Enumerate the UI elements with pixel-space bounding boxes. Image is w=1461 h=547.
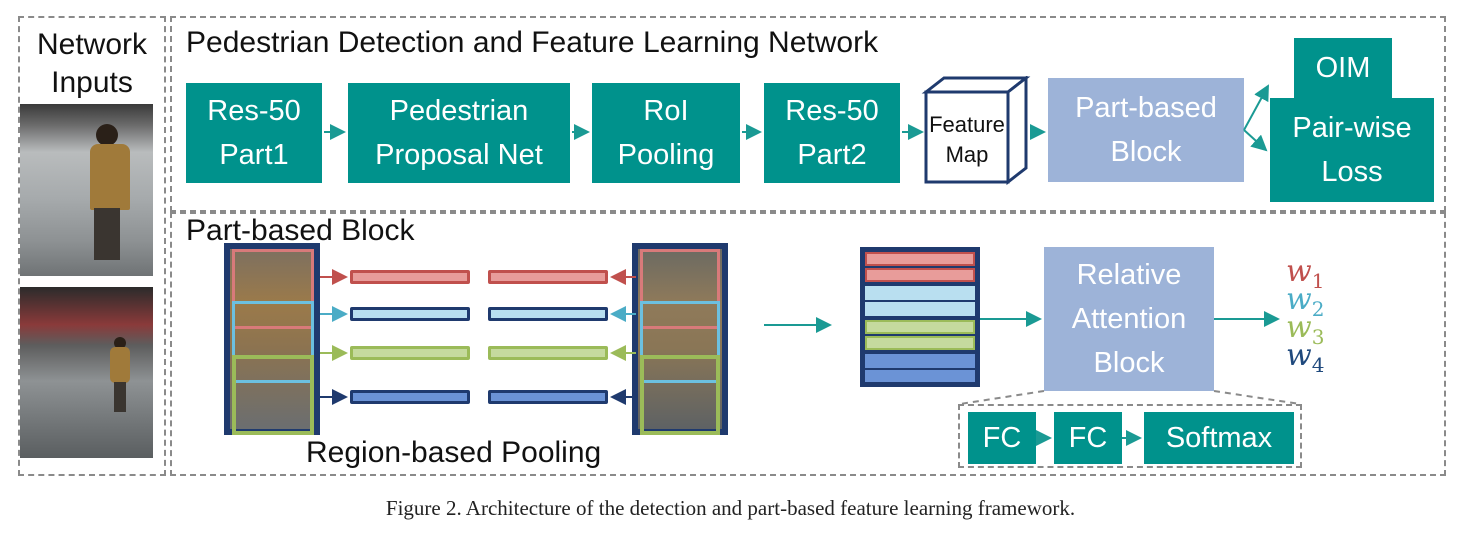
pedestrian-proposal-net-block: Pedestrian Proposal Net (348, 83, 570, 183)
region-based-pooling-label: Region-based Pooling (306, 436, 602, 469)
right-region-red (640, 249, 720, 329)
pedestrian-body (90, 144, 130, 210)
right-region-green (640, 355, 720, 435)
stack-green-1 (865, 320, 975, 334)
attention-subnet-frame (958, 404, 1302, 468)
fc-layer-2: FC (1054, 412, 1122, 464)
pedestrian-figure (114, 337, 126, 349)
part-bar-green-left (350, 346, 470, 360)
fc-layer-1: FC (968, 412, 1036, 464)
stack-dark-blue-2 (865, 370, 975, 382)
part-based-block: Part-based Block (1048, 78, 1244, 182)
detection-network-title: Pedestrian Detection and Feature Learnin… (186, 26, 879, 59)
weight-w1: w1 (1286, 254, 1325, 293)
left-region-light-blue (232, 301, 314, 383)
stack-light-blue-2 (865, 302, 975, 316)
part-bar-green-right (488, 346, 608, 360)
pedestrian-legs (114, 382, 126, 412)
res50-part2-block: Res-50 Part2 (764, 83, 900, 183)
softmax-layer: Softmax (1144, 412, 1294, 464)
part-bar-dark-blue-left (350, 390, 470, 404)
feature-map-cube (921, 76, 1031, 186)
weight-w4: w4 (1286, 338, 1325, 377)
feature-map-label: Feature Map (929, 112, 1005, 167)
arrow-partblock-to-pairwise (1243, 129, 1268, 152)
pedestrian-legs (94, 208, 120, 260)
network-inputs-title: Network Inputs (36, 28, 148, 99)
weight-w2: w2 (1286, 282, 1325, 321)
relative-attention-block: Relative Attention Block (1044, 247, 1214, 391)
part-bar-light-blue-left (350, 307, 470, 321)
detection-network-frame (170, 16, 1446, 212)
part-bar-light-blue-right (488, 307, 608, 321)
roi-pooling-block: RoI Pooling (592, 83, 740, 183)
pairwise-loss-block: Pair-wise Loss (1270, 98, 1434, 202)
stack-red-2 (865, 268, 975, 282)
left-region-green (232, 355, 314, 435)
oim-loss-block: OIM (1294, 38, 1392, 98)
part-based-block-title: Part-based Block (186, 214, 415, 247)
pedestrian-body (110, 347, 130, 383)
input-image-2 (20, 287, 153, 458)
network-inputs-frame (18, 16, 166, 476)
input-image-1 (20, 104, 153, 276)
right-region-light-blue (640, 301, 720, 383)
zoom-line-right (1213, 390, 1301, 405)
figure-caption: Figure 2. Architecture of the detection … (385, 496, 1076, 520)
part-bar-dark-blue-right (488, 390, 608, 404)
res50-part1-block: Res-50 Part1 (186, 83, 322, 183)
stack-green-2 (865, 336, 975, 350)
zoom-line-left (959, 390, 1045, 405)
arrow-partblock-to-oim (1243, 84, 1269, 131)
stack-red-1 (865, 252, 975, 266)
right-roi-crop (632, 243, 728, 435)
pedestrian-figure (96, 124, 118, 146)
part-bar-red-left (350, 270, 470, 284)
stack-dark-blue-1 (865, 354, 975, 368)
part-bar-red-right (488, 270, 608, 284)
part-based-block-frame (170, 212, 1446, 476)
weight-w3: w3 (1286, 310, 1325, 349)
left-region-red (232, 249, 314, 329)
stacked-part-features (860, 247, 980, 387)
stack-light-blue-1 (865, 286, 975, 300)
